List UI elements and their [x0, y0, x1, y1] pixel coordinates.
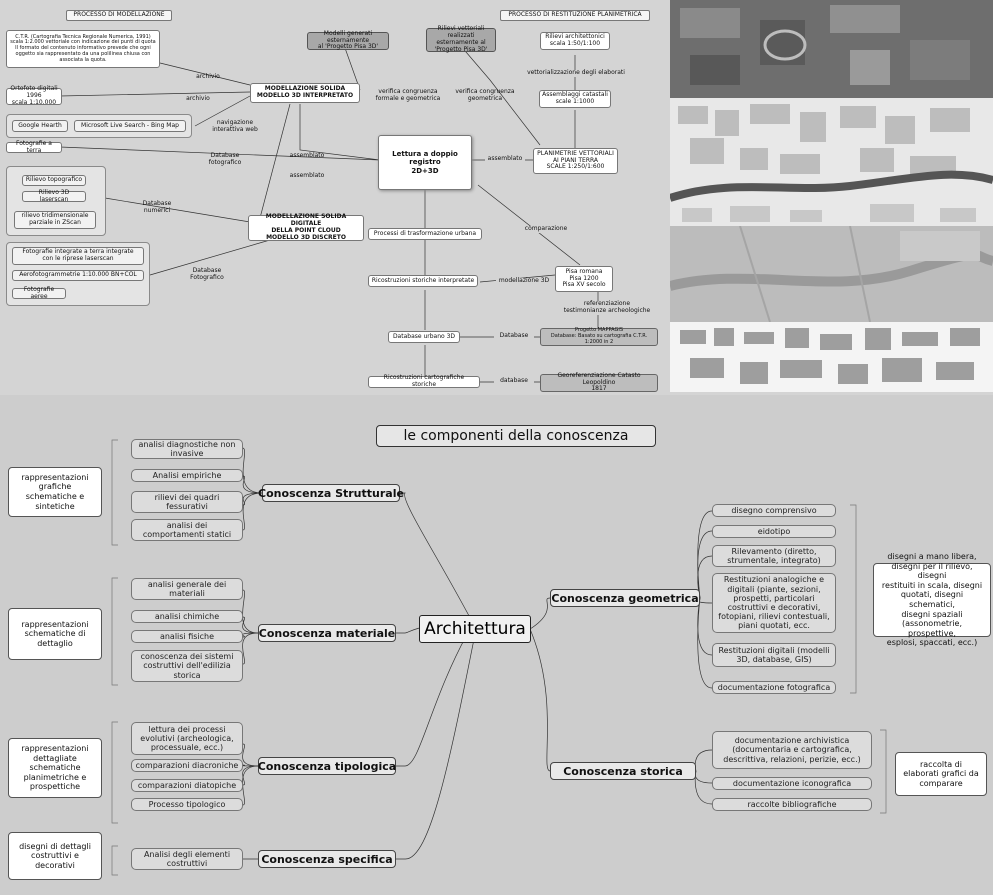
historical-map-image [670, 226, 993, 322]
planimetrie-box: PLANIMETRIE VETTORIALI AI PIANI TERRA SC… [533, 148, 618, 174]
label-database-fotografico-1: Database fotografico [208, 152, 242, 166]
label-vettorializzazione: vettorializzazione degli elaborati [524, 69, 628, 77]
geometrica-item: eidotipo [712, 525, 836, 538]
geometrica-item: Rilevamento (diretto, strumentale, integ… [712, 545, 836, 567]
bing-map-box: Microsoft Live Search - Bing Map [74, 120, 186, 132]
label-verifica-formale: verifica congruenza formale e geometrica [375, 88, 441, 102]
label-referenziazione: referenziazione testimonianze archeologi… [560, 300, 654, 315]
modellazione-digitale-box: MODELLAZIONE SOLIDA DIGITALE DELLA POINT… [248, 213, 364, 241]
tipologica-item: Processo tipologico [131, 798, 243, 811]
label-navigazione: navigazione interattiva web [212, 119, 258, 133]
label-comparazione: comparazione [518, 225, 574, 233]
label-database-numerici: Database numerici [142, 200, 172, 214]
label-verifica-geometrica: verifica congruenza geometrica [455, 88, 515, 102]
mindmap-title: le componenti della conoscenza [376, 425, 656, 447]
3d-model-render-image [670, 98, 993, 226]
modellazione-solida-box: MODELLAZIONE SOLIDA MODELLO 3D INTERPRET… [250, 83, 360, 103]
label-database-fotografico-2: Database Fotografico [190, 267, 224, 281]
georeferenziazione-box: Georeferenziazione Catasto Leopoldino 18… [540, 372, 658, 392]
foto-integrate-box: Fotografie integrate a terra integrate c… [12, 247, 144, 265]
category-tipologica: Conoscenza tipologica [258, 757, 396, 775]
vector-map-image [670, 322, 993, 392]
rilievo-topografico-box: Rilievo topografico [22, 175, 86, 186]
central-node-architettura: Architettura [419, 615, 531, 643]
foto-aeree-box: Fotografie aeree [12, 286, 66, 299]
rilievi-architettonici-box: Rilievi architettonici scala 1:50/1:100 [540, 32, 610, 50]
ortofoto-box: Ortofoto digitali 1996 scala 1:10.000 [6, 85, 62, 106]
processi-trasformazione-box: Processi di trasformazione urbana [368, 228, 482, 240]
tipologica-item: comparazioni diacroniche [131, 759, 243, 772]
label-database-1: Database [494, 332, 534, 340]
note-materiale: rappresentazioni schematiche di dettagli… [8, 608, 102, 660]
aerial-photo-image [670, 0, 993, 98]
note-storica: raccolta di elaborati grafici da compara… [895, 752, 987, 796]
label-archivio-2: archivio [186, 95, 210, 102]
label-assemblato-3: assemblato [485, 155, 525, 163]
category-materiale: Conoscenza materiale [258, 624, 396, 642]
label-assemblato-1: assemblato [289, 152, 325, 159]
materiale-item: analisi generale dei materiali [131, 578, 243, 600]
materiale-item: conoscenza dei sistemi costruttivi dell'… [131, 650, 243, 682]
rilievo-laserscan-box: Rilievo 3D laserscan [22, 189, 86, 202]
ricostruzioni-cartografiche-box: Ricostruzioni cartografiche storiche [368, 374, 480, 388]
category-storica: Conoscenza storica [550, 762, 696, 780]
materiale-item: analisi chimiche [131, 610, 243, 623]
progetto-mappagis-box: Progetto MAPPAGIS Database: Basato su ca… [540, 328, 658, 346]
note-geometrica: disegni a mano libera, disegni per il ri… [873, 552, 991, 647]
tipologica-item: comparazioni diatopiche [131, 779, 243, 792]
label-database-2: database [494, 377, 534, 385]
lettura-doppio-registro-box: Lettura a doppio registro 2D+3D [378, 135, 472, 190]
map-photo-strip [670, 0, 993, 392]
strutturale-item: analisi diagnostiche non invasive [131, 439, 243, 459]
note-strutturale: rappresentazioni grafiche schematiche e … [8, 467, 102, 517]
geometrica-item: documentazione fotografica [712, 681, 836, 694]
storica-item: documentazione archivistica (documentari… [712, 731, 872, 769]
google-earth-box: Google Hearth [12, 120, 68, 132]
label-archivio-1: archivio [196, 73, 220, 80]
category-strutturale: Conoscenza Strutturale [258, 484, 404, 502]
category-geometrica: Conoscenza geometrica [550, 589, 700, 607]
category-specifica: Conoscenza specifica [258, 850, 396, 868]
rilievi-vettoriali-box: Rilievi vettoriali realizzati esternamen… [426, 25, 496, 53]
strutturale-item: rilievi dei quadri fessurativi [131, 491, 243, 513]
label-modellazione-3d: modellazione 3D [496, 277, 552, 285]
strutturale-item: Analisi empiriche [131, 469, 243, 482]
header-modellazione: PROCESSO DI MODELLAZIONE [66, 10, 172, 21]
modelli-esterni-box: Modelli generati esternamente al 'Proget… [307, 30, 389, 50]
geometrica-item: Restituzioni analogiche e digitali (pian… [712, 573, 836, 633]
geometrica-item: Restituzioni digitali (modelli 3D, datab… [712, 643, 836, 667]
assemblaggi-box: Assemblaggi catastali scale 1:1000 [539, 90, 611, 108]
label-assemblato-2: assemblato [289, 172, 325, 179]
database-urbano-box: Database urbano 3D [388, 331, 460, 343]
ricostruzioni-storiche-box: Ricostruzioni storiche interpretate [368, 275, 478, 287]
aerofoto-box: Aerofotogrammetrie 1:10.000 BN+COL [12, 270, 144, 281]
pisa-epoche-box: Pisa romana Pisa 1200 Pisa XV secolo [555, 266, 613, 292]
fotografie-terra-box: Fotografie a terra [6, 140, 62, 153]
specifica-item: Analisi degli elementi costruttivi [131, 848, 243, 870]
tipologica-item: lettura dei processi evolutivi (archeolo… [131, 722, 243, 755]
ctr-box: C.T.R. (Cartografia Tecnica Regionale Nu… [6, 30, 160, 68]
geometrica-item: disegno comprensivo [712, 504, 836, 517]
rilievo-zscan-box: rilievo tridimensionale parziale in ZSca… [14, 211, 96, 229]
strutturale-item: analisi dei comportamenti statici [131, 519, 243, 541]
materiale-item: analisi fisiche [131, 630, 243, 643]
note-specifica: disegni di dettagli costruttivi e decora… [8, 832, 102, 880]
note-tipologica: rappresentazioni dettagliate schematiche… [8, 738, 102, 798]
storica-item: raccolte bibliografiche [712, 798, 872, 811]
header-restituzione: PROCESSO DI RESTITUZIONE PLANIMETRICA [500, 10, 650, 21]
storica-item: documentazione iconografica [712, 777, 872, 790]
